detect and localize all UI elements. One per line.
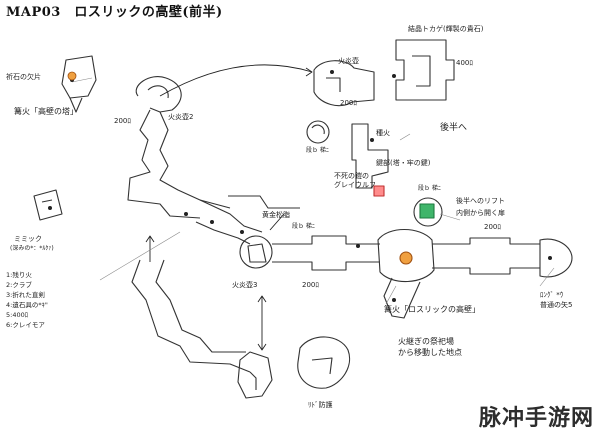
label-broken-relic: 祈石の欠片 (6, 73, 41, 81)
label-grey-wolf: 不死の鎧の グレイウルフ (334, 172, 376, 189)
label-fire-bomb-1: 火炎壺 (338, 57, 359, 65)
central-rotunda (239, 235, 273, 269)
south-stair (237, 351, 273, 399)
label-to-second-half: 後半へ (440, 123, 468, 133)
main-hall (272, 235, 380, 245)
label-door-note: 内側から開く扉 (456, 209, 505, 217)
west-descent (131, 259, 251, 373)
route-arrow-1 (159, 64, 313, 97)
label-fire-bomb-2: 火炎壺2 (168, 113, 194, 121)
relic-room (61, 55, 97, 99)
label-ladder-a: 段ｂ 梯ﾆ (306, 147, 329, 154)
label-shrine-note: 火継ぎの祭祀場 から移動した地点 (398, 337, 462, 357)
label-fire-bomb-mid: 火炎壺3 (232, 281, 258, 289)
label-bonfire-tower: 篝火「高壁の塔」 (14, 107, 78, 116)
label-ladder-c: 段ｂ 梯ﾆ (292, 223, 315, 230)
east-round-room (539, 238, 573, 278)
label-ember: 種火 (376, 129, 390, 137)
label-mimic-2: (深みの*：*ﾙｸｧ) (10, 245, 54, 252)
label-bonfire-lothric: 篝火「ロスリックの高壁」 (384, 305, 480, 314)
legend-item: 6:クレイモア (6, 321, 45, 329)
label-dist-200-b: 200ﾛ (340, 99, 357, 107)
label-key-area: 鍵部(塔・牢の鍵) (376, 159, 431, 167)
legend-item: 3:折れた直剣 (6, 291, 45, 299)
legend-item: 2:クラブ (6, 281, 32, 289)
right-rotunda (377, 229, 435, 283)
label-dist-200-d: 200ﾛ (484, 223, 501, 231)
prison-block (351, 123, 389, 189)
relic-room-exit (69, 97, 83, 113)
tower-spiral (135, 76, 182, 113)
route-arrow-4 (269, 213, 285, 231)
east-corridor (432, 237, 540, 245)
site-watermark: 脉冲手游网 (478, 406, 594, 431)
south-rotunda (297, 336, 350, 389)
label-lift-note: 後半へのリフト (456, 197, 505, 205)
lift-circle (413, 197, 443, 227)
item-legend: 1:残り火 2:クラブ 3:折れた直剣 4:遺石具の*ｷ" 5:400ﾛ 6:ク… (6, 270, 48, 330)
legend-item: 4:遺石具の*ｷ" (6, 301, 48, 309)
map-title: MAP03 ロスリックの高壁(前半) (6, 5, 223, 20)
label-dist-200-a: 200ﾛ (114, 117, 131, 125)
north-chamber (313, 60, 375, 107)
legend-item: 5:400ﾛ (6, 311, 28, 319)
label-dist-200-c: 200ﾛ (302, 281, 319, 289)
label-bonfire-prison: ﾘﾄﾞ防護 (308, 401, 333, 409)
label-lance: ﾛﾝｸﾞ *ｳ 普通の矢5 (540, 291, 573, 309)
label-hidden-gold: 黄金松脂 (262, 211, 290, 219)
label-crystal: 結晶トカゲ(輝製の貴石) (408, 25, 484, 33)
tower-corridor (127, 109, 201, 219)
mimic-room (33, 189, 63, 221)
label-ladder-b: 段ｂ 梯ﾆ (418, 185, 441, 192)
spiral-room-a (306, 120, 330, 144)
legend-item: 1:残り火 (6, 271, 32, 279)
crystal-building (395, 39, 455, 101)
label-dist-400: 400ﾛ (456, 59, 473, 67)
label-mimic-1: ミミック (14, 235, 42, 243)
